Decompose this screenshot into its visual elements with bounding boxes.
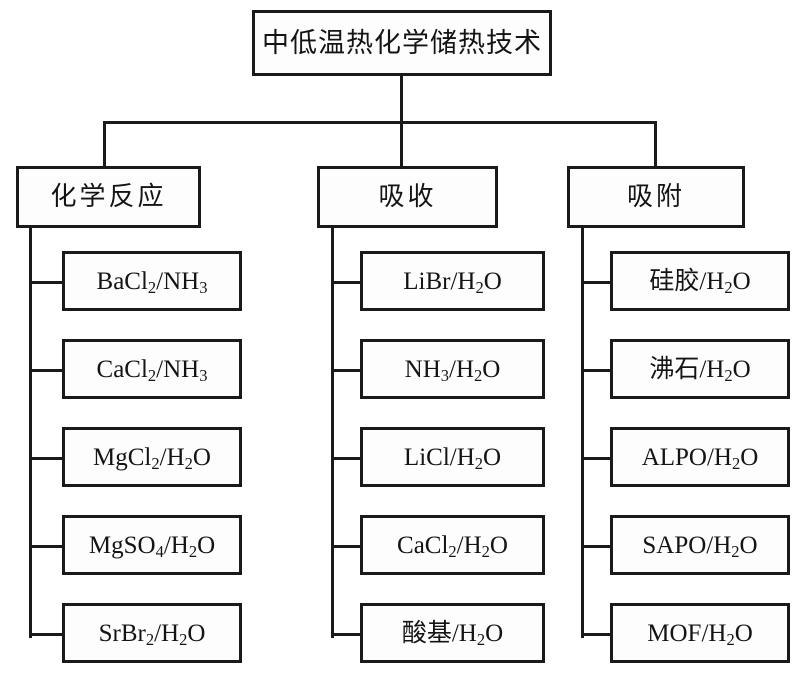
leaf-label-cacl2-nh3: CaCl2/NH3 <box>96 355 208 386</box>
leaf-node-alpo-h2o: ALPO/H2O <box>610 427 790 487</box>
edge-drop-chemical-reaction <box>103 121 106 168</box>
leaf-node-cacl2-nh3: CaCl2/NH3 <box>62 339 242 399</box>
category-node-absorption: 吸收 <box>317 166 498 228</box>
edge-stub-mgso4-h2o <box>29 545 65 548</box>
leaf-label-zeolite-h2o: 沸石/H2O <box>649 355 751 386</box>
edge-stub-bacl2-nh3 <box>29 281 65 284</box>
root-node: 中低温热化学储热技术 <box>252 10 552 76</box>
edge-stub-nh3-h2o <box>331 369 363 372</box>
leaf-node-bacl2-nh3: BaCl2/NH3 <box>62 251 242 311</box>
root-node-label: 中低温热化学储热技术 <box>262 27 542 58</box>
edge-horizontal-bus <box>103 121 657 124</box>
category-label-absorption: 吸收 <box>378 182 437 211</box>
leaf-label-silicagel-h2o: 硅胶/H2O <box>649 267 751 298</box>
category-label-adsorption: 吸附 <box>626 182 685 211</box>
leaf-node-libr-h2o: LiBr/H2O <box>360 251 545 311</box>
leaf-node-mgso4-h2o: MgSO4/H2O <box>62 515 242 575</box>
edge-stub-sapo-h2o <box>581 545 613 548</box>
leaf-label-libr-h2o: LiBr/H2O <box>403 267 502 298</box>
leaf-node-cacl2-h2o: CaCl2/H2O <box>360 515 545 575</box>
leaf-label-cacl2-h2o: CaCl2/H2O <box>397 531 508 562</box>
leaf-label-licl-h2o: LiCl/H2O <box>403 443 502 474</box>
edge-stub-cacl2-nh3 <box>29 369 65 372</box>
edge-stub-silicagel-h2o <box>581 281 613 284</box>
edge-stub-acid-h2o <box>331 633 363 636</box>
edge-stub-srbr2-h2o <box>29 633 65 636</box>
leaf-node-acid-h2o: 酸基/H2O <box>360 603 545 663</box>
edge-drop-absorption <box>400 121 403 168</box>
edge-stub-mgcl2-h2o <box>29 457 65 460</box>
leaf-label-acid-h2o: 酸基/H2O <box>401 619 504 650</box>
category-node-adsorption: 吸附 <box>567 166 745 228</box>
leaf-node-srbr2-h2o: SrBr2/H2O <box>62 603 242 663</box>
category-node-chemical-reaction: 化学反应 <box>16 166 201 228</box>
leaf-node-mgcl2-h2o: MgCl2/H2O <box>62 427 242 487</box>
leaf-label-alpo-h2o: ALPO/H2O <box>641 443 759 474</box>
leaf-node-licl-h2o: LiCl/H2O <box>360 427 545 487</box>
leaf-label-mof-h2o: MOF/H2O <box>647 619 753 650</box>
edge-spine-chemical-reaction <box>29 228 32 638</box>
edge-spine-adsorption <box>581 228 584 638</box>
leaf-node-silicagel-h2o: 硅胶/H2O <box>610 251 790 311</box>
edge-stub-libr-h2o <box>331 281 363 284</box>
leaf-node-mof-h2o: MOF/H2O <box>610 603 790 663</box>
leaf-node-zeolite-h2o: 沸石/H2O <box>610 339 790 399</box>
leaf-node-sapo-h2o: SAPO/H2O <box>610 515 790 575</box>
edge-spine-absorption <box>331 228 334 638</box>
edge-stub-mof-h2o <box>581 633 613 636</box>
leaf-node-nh3-h2o: NH3/H2O <box>360 339 545 399</box>
edge-drop-adsorption <box>654 121 657 168</box>
leaf-label-bacl2-nh3: BaCl2/NH3 <box>96 267 208 298</box>
edge-root-drop <box>400 76 403 124</box>
edge-stub-alpo-h2o <box>581 457 613 460</box>
leaf-label-sapo-h2o: SAPO/H2O <box>642 531 758 562</box>
edge-stub-cacl2-h2o <box>331 545 363 548</box>
leaf-label-mgcl2-h2o: MgCl2/H2O <box>93 443 211 474</box>
category-label-chemical-reaction: 化学反应 <box>50 182 167 211</box>
edge-stub-zeolite-h2o <box>581 369 613 372</box>
leaf-label-mgso4-h2o: MgSO4/H2O <box>88 531 216 562</box>
edge-stub-licl-h2o <box>331 457 363 460</box>
leaf-label-srbr2-h2o: SrBr2/H2O <box>98 619 206 650</box>
leaf-label-nh3-h2o: NH3/H2O <box>404 355 501 386</box>
